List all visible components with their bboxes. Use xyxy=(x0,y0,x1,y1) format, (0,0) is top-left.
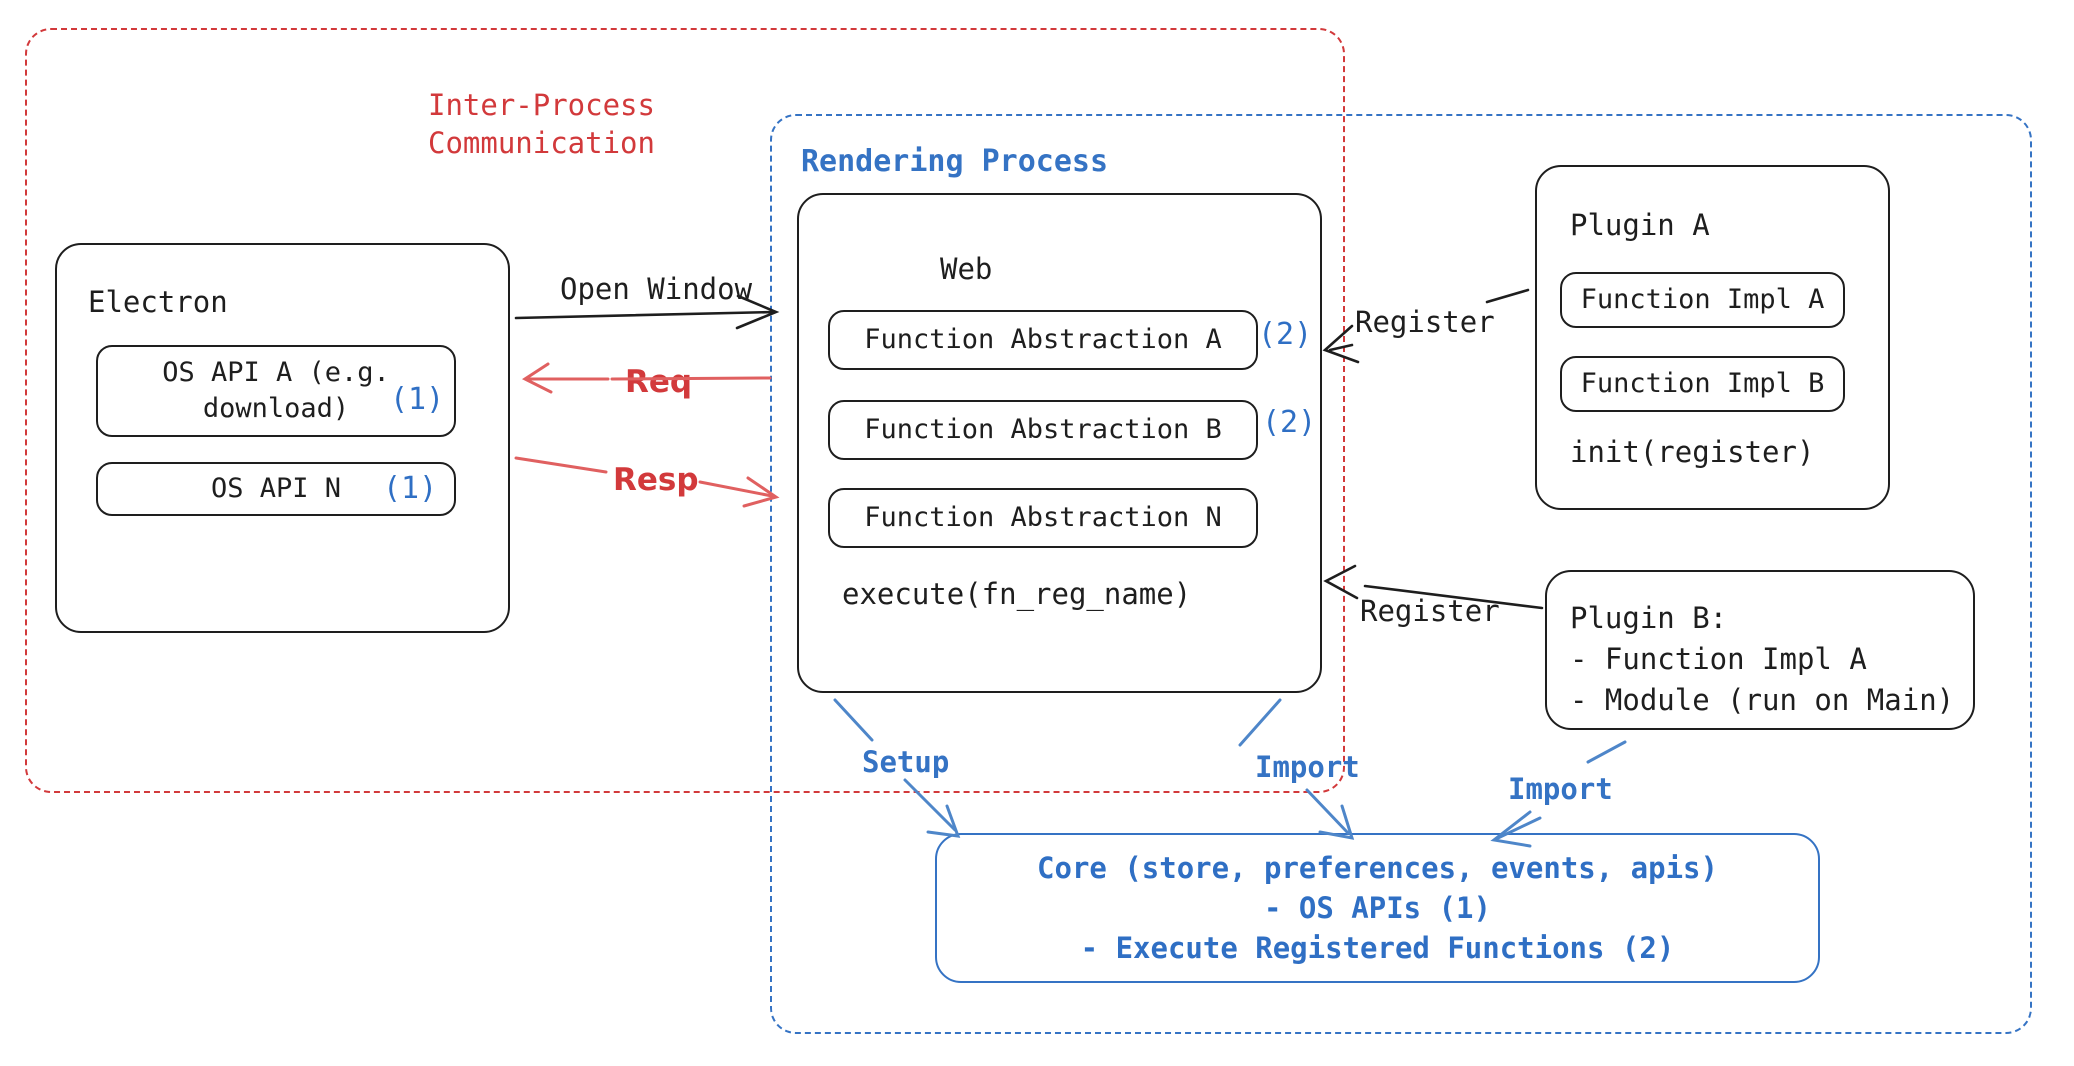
execute-method-label: execute(fn_reg_name) xyxy=(842,577,1192,611)
inter-process-communication-frame xyxy=(25,28,1345,793)
inter-process-communication-label: Inter-Process Communication xyxy=(428,88,655,161)
electron-box[interactable] xyxy=(55,243,510,633)
register-a-arrow-label: Register xyxy=(1355,305,1495,339)
web-title: Web xyxy=(940,252,993,286)
function-abstraction-b-box[interactable]: Function Abstraction B xyxy=(828,400,1258,460)
plugin-a-title: Plugin A xyxy=(1570,208,1710,242)
core-text: Core (store, preferences, events, apis) … xyxy=(1037,850,1718,965)
function-impl-b-box[interactable]: Function Impl B xyxy=(1560,356,1845,412)
import-plugin-b-arrow-label: Import xyxy=(1508,772,1613,806)
rendering-process-frame xyxy=(770,114,2032,1034)
os-api-n-note: (1) xyxy=(383,471,438,506)
electron-title: Electron xyxy=(88,285,228,319)
core-box[interactable]: Core (store, preferences, events, apis) … xyxy=(935,833,1820,983)
function-abstraction-a-note: (2) xyxy=(1258,317,1313,352)
plugin-a-box[interactable] xyxy=(1535,165,1890,510)
plugin-b-text: Plugin B: - Function Impl A - Module (ru… xyxy=(1570,601,1955,718)
rendering-process-label: Rendering Process xyxy=(801,144,1109,179)
plugin-a-init-label: init(register) xyxy=(1570,435,1815,469)
os-api-a-box[interactable]: OS API A (e.g. download) xyxy=(96,345,456,437)
function-abstraction-n-box[interactable]: Function Abstraction N xyxy=(828,488,1258,548)
open-window-arrow-label: Open Window xyxy=(560,272,753,306)
function-abstraction-a-box[interactable]: Function Abstraction A xyxy=(828,310,1258,370)
import-web-arrow-label: Import xyxy=(1255,750,1360,784)
resp-arrow-label: Resp xyxy=(613,462,699,498)
function-impl-a-box[interactable]: Function Impl A xyxy=(1560,272,1845,328)
os-api-a-note: (1) xyxy=(390,382,445,417)
plugin-b-box[interactable] xyxy=(1545,570,1975,730)
os-api-n-box[interactable]: OS API N xyxy=(96,462,456,516)
register-b-arrow-label: Register xyxy=(1360,594,1500,628)
function-abstraction-b-note: (2) xyxy=(1262,405,1317,440)
setup-arrow-label: Setup xyxy=(862,745,950,779)
req-arrow-label: Req xyxy=(625,364,693,400)
